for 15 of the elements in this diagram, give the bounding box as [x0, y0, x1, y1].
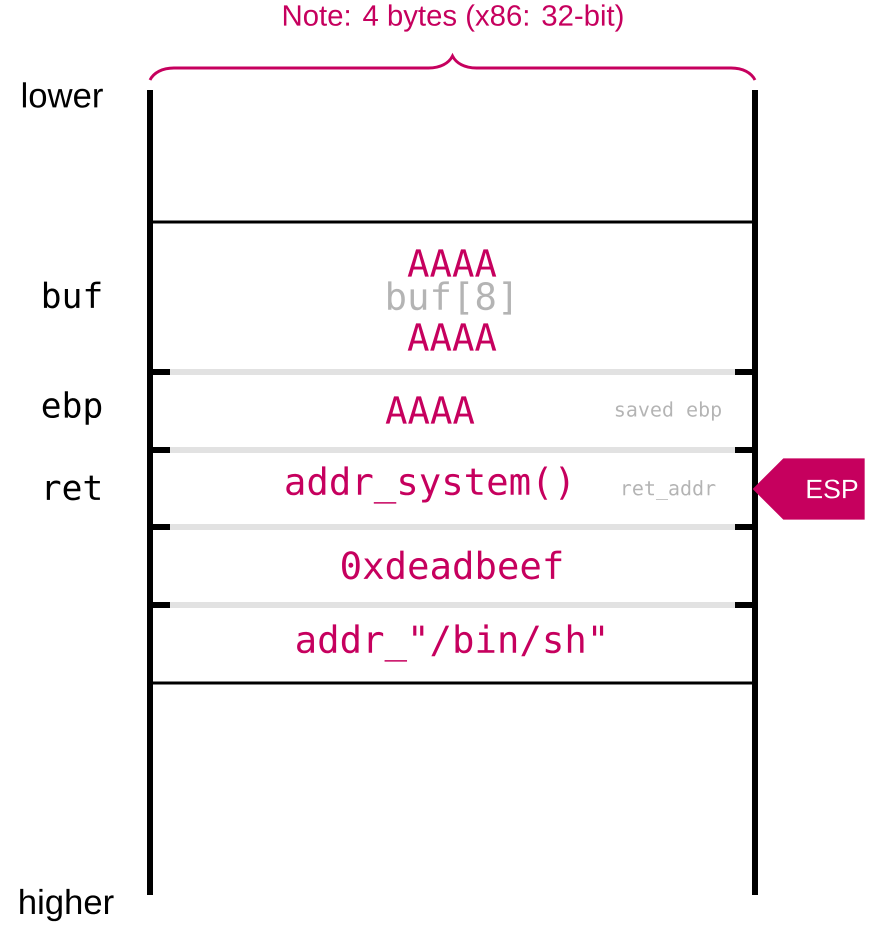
- address-label: lower: [22, 82, 103, 108]
- row-label: ebp: [42, 391, 102, 425]
- row-label: ret: [46, 476, 100, 500]
- cell-text: addr_system(): [286, 466, 568, 504]
- faded-text: ret_addr: [623, 480, 716, 500]
- faded-text: buf[8]: [388, 281, 511, 315]
- address-label: higher: [20, 888, 114, 922]
- cell-text: addr_"/bin/sh": [297, 624, 604, 662]
- faded-text: saved ebp: [616, 401, 721, 421]
- cell-text: AAAA: [386, 396, 474, 424]
- cell-text: 0xdeadbeef: [342, 550, 562, 580]
- note-text: Note: 4 bytes (x86: 32-bit): [284, 4, 623, 32]
- cell-text: AAAA: [408, 249, 496, 277]
- row-label: buf: [44, 282, 100, 308]
- cell-text: AAAA: [408, 323, 496, 351]
